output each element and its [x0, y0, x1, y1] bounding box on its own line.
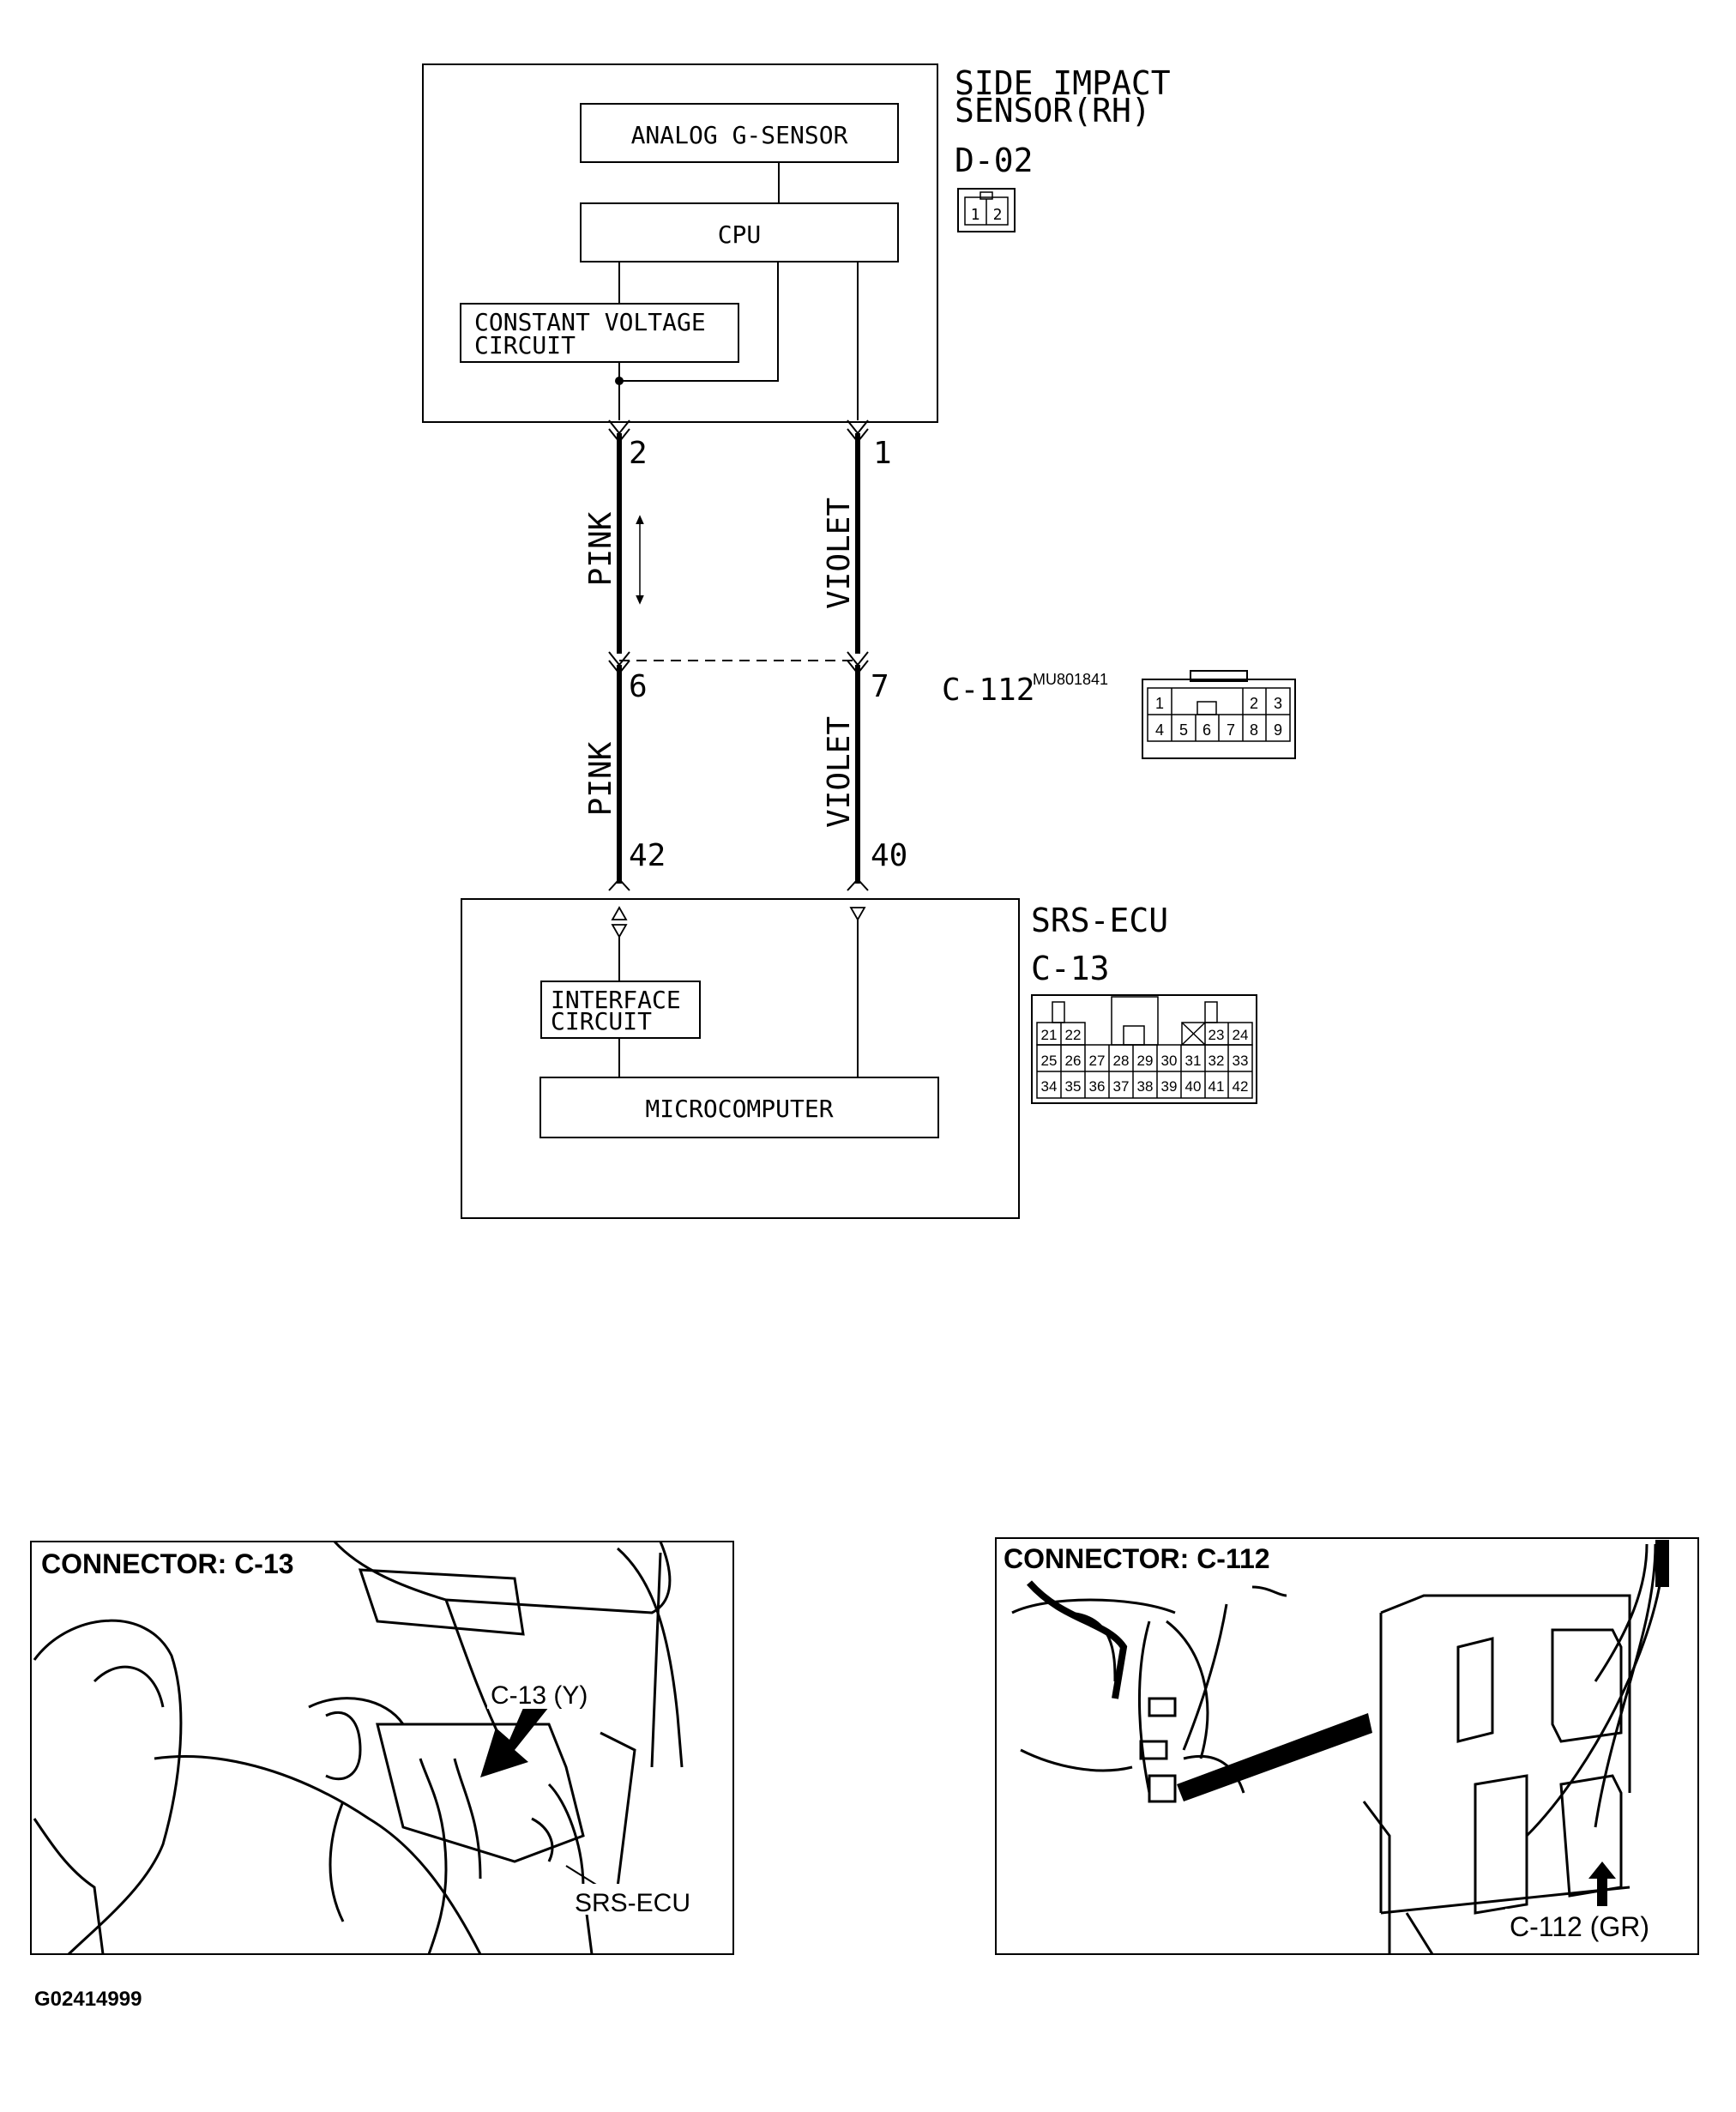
ecu-connector-id: C-13 [1031, 950, 1110, 987]
c112-pin-2: 2 [1250, 695, 1258, 712]
c13-pin-27: 27 [1089, 1053, 1106, 1069]
c112-pin-6: 6 [1203, 721, 1211, 739]
srs-ecu-block: INTERFACE CIRCUIT MICROCOMPUTER SRS-ECU … [461, 898, 1257, 1219]
pin-42-label: 42 [629, 838, 666, 873]
c13-pin-30: 30 [1161, 1053, 1178, 1069]
c13-pin-34: 34 [1041, 1078, 1058, 1095]
ecu-title: SRS-ECU [1031, 902, 1168, 939]
c112-pin-8: 8 [1250, 721, 1258, 739]
c13-pin-37: 37 [1113, 1078, 1130, 1095]
c112-pin-3: 3 [1274, 695, 1282, 712]
ecu-outline [461, 898, 1020, 1219]
c112-pin-4: 4 [1155, 721, 1164, 739]
c13-pin-24: 24 [1233, 1027, 1249, 1043]
c13-pin-35: 35 [1065, 1078, 1082, 1095]
c13-location-illustration: CONNECTOR: C-13 C-13 (Y) SRS-ECU [30, 1540, 734, 1956]
cpu-label: CPU [718, 220, 762, 249]
c112-callout-label: C-112 (GR) [1510, 1911, 1649, 1942]
console-drawing [33, 1540, 684, 1956]
figure-code: G02414999 [34, 1988, 142, 2011]
c13-pin-25: 25 [1041, 1053, 1058, 1069]
c13-callout-label: C-13 (Y) [491, 1681, 588, 1710]
wire-color-violet-lower: VIOLET [822, 716, 857, 828]
pin-7-label: 7 [871, 669, 889, 704]
c13-pin-36: 36 [1089, 1078, 1106, 1095]
microcomputer-box [539, 1077, 939, 1138]
c13-pin-28: 28 [1113, 1053, 1130, 1069]
pin-1-label: 1 [873, 436, 892, 471]
analog-g-sensor-box [580, 103, 899, 163]
c13-pin-33: 33 [1233, 1053, 1249, 1069]
c13-pin-29: 29 [1137, 1053, 1154, 1069]
c13-pin-38: 38 [1137, 1078, 1154, 1095]
pin-6-label: 6 [629, 669, 648, 704]
c13-pin-41: 41 [1209, 1078, 1225, 1095]
c112-connector-icon: 1 2 3 4 5 6 7 8 9 [1142, 670, 1296, 759]
harness-wires: 2 1 6 7 42 40 PINK VIOLET PINK VIOLET [583, 419, 907, 891]
c13-pin-26: 26 [1065, 1053, 1082, 1069]
c13-pin-40: 40 [1185, 1078, 1202, 1095]
c13-pin-31: 31 [1185, 1053, 1202, 1069]
c112-location-illustration: CONNECTOR: C-112 C-112 (GR) [995, 1537, 1699, 1955]
c13-arrow-icon [480, 1688, 549, 1777]
harness-bundle-drawing [1027, 1580, 1128, 1699]
c13-pin-42: 42 [1233, 1078, 1249, 1095]
srs-ecu-callout-label: SRS-ECU [575, 1889, 690, 1917]
sensor-connector-id: D-02 [955, 142, 1034, 179]
c112-pin-1: 1 [1155, 695, 1164, 712]
harness-drawing [1011, 1543, 1666, 1955]
interface-circuit-box [540, 981, 701, 1039]
d02-connector-icon: 1 2 [957, 188, 1016, 232]
c112-pin-9: 9 [1274, 721, 1282, 739]
sensor-title-line2: SENSOR(RH) [955, 92, 1151, 130]
analog-g-sensor-label: ANALOG G-SENSOR [631, 121, 848, 149]
d02-pin-2: 2 [993, 206, 1003, 224]
sensor-title-line1: SIDE IMPACT [955, 64, 1171, 102]
c112-part-number: MU801841 [1033, 671, 1108, 688]
c13-photo-heading: CONNECTOR: C-13 [41, 1548, 294, 1579]
d02-pin-1: 1 [971, 206, 980, 224]
c13-connector-icon: 21 22 23 24 25 26 27 28 29 30 31 32 33 3… [1031, 994, 1257, 1104]
c112-pin-7: 7 [1227, 721, 1235, 739]
interface-label-line1: INTERFACE [551, 986, 681, 1014]
c112-id-label: C-112 [942, 673, 1034, 708]
c13-pin-32: 32 [1209, 1053, 1225, 1069]
interface-label-line2: CIRCUIT [551, 1007, 652, 1035]
sensor-outline [422, 63, 938, 423]
c112-photo-heading: CONNECTOR: C-112 [1004, 1543, 1270, 1574]
pin-40-label: 40 [871, 838, 907, 873]
side-impact-sensor-block: ANALOG G-SENSOR CPU CONSTANT VOLTAGE CIR… [422, 63, 1171, 423]
cvc-label-line2: CIRCUIT [474, 331, 576, 359]
constant-voltage-circuit-box [460, 303, 739, 363]
wire-color-pink-upper: PINK [583, 511, 618, 586]
c13-pin-39: 39 [1161, 1078, 1178, 1095]
c13-pin-21: 21 [1041, 1027, 1058, 1043]
cpu-box [580, 202, 899, 262]
c112-connector: C-112 MU801841 1 2 3 4 5 6 7 8 9 [942, 670, 1296, 759]
cvc-label-line1: CONSTANT VOLTAGE [474, 308, 706, 336]
c13-pin-23: 23 [1209, 1027, 1225, 1043]
c112-pin-5: 5 [1179, 721, 1188, 739]
zoom-wedge-icon [1177, 1713, 1372, 1801]
wire-color-pink-lower: PINK [583, 741, 618, 816]
pin-2-label: 2 [629, 436, 648, 471]
microcomputer-label: MICROCOMPUTER [645, 1095, 833, 1123]
c13-pin-22: 22 [1065, 1027, 1082, 1043]
c112-arrow-icon [1588, 1862, 1616, 1906]
wire-color-violet-upper: VIOLET [822, 498, 857, 609]
